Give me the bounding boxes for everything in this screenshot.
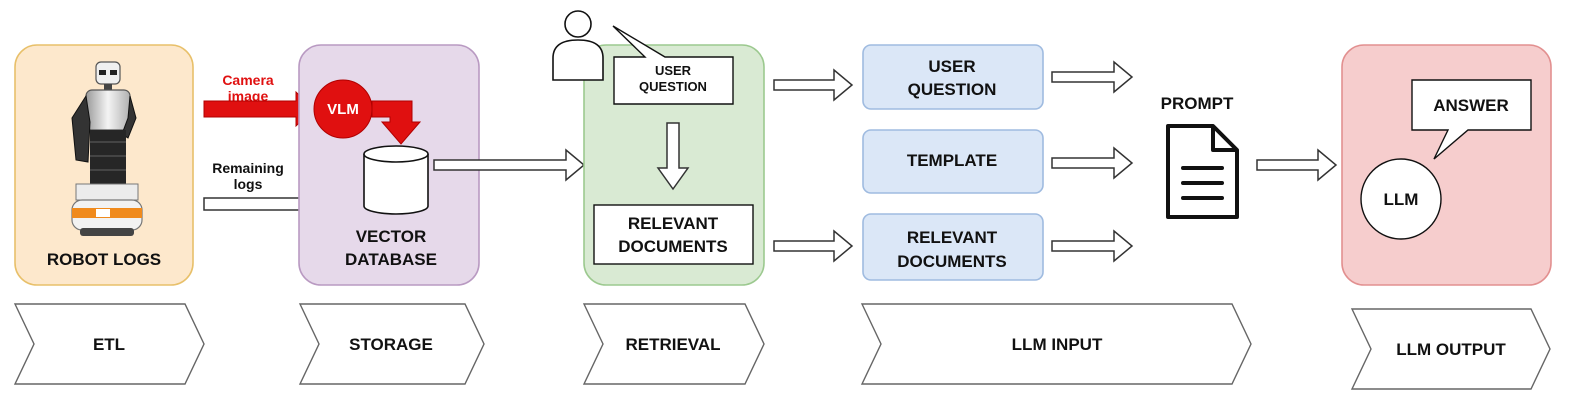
db-label-line2: DATABASE [345, 250, 437, 269]
stage-row: ETL STORAGE RETRIEVAL LLM INPUT LLM OUTP… [13, 303, 1551, 390]
etl-panel: ROBOT LOGS [14, 44, 194, 286]
database-icon [363, 145, 429, 215]
stage-llm-output: LLM OUTPUT [1350, 308, 1551, 390]
input-docs-line1: RELEVANT [907, 228, 998, 247]
db-label-line1: VECTOR [356, 227, 427, 246]
vlm-node: VLM [313, 79, 373, 139]
retrieval-docs-box [593, 204, 754, 265]
prompt-to-llm-arrow [1256, 148, 1338, 182]
retrieval-docs-line2: DOCUMENTS [618, 237, 728, 256]
answer-label: ANSWER [1433, 96, 1509, 115]
llm-node: LLM [1360, 158, 1442, 240]
prompt-label: PROMPT [1161, 94, 1234, 113]
storage-to-retrieval-arrow [433, 148, 586, 182]
stage-llm-input: LLM INPUT [860, 303, 1252, 385]
retrieval-panel: USER QUESTION RELEVANT DOCUMENTS [552, 10, 765, 286]
stage-llm-output-label: LLM OUTPUT [1396, 340, 1506, 359]
retrieval-docs-arrow [773, 229, 854, 263]
user-icon [552, 10, 604, 81]
camera-label-line2: image [228, 88, 269, 104]
robot-icon [71, 61, 143, 236]
stage-storage: STORAGE [298, 303, 485, 385]
remaining-logs-flow: Remaining logs [203, 160, 362, 220]
retrieval-question-arrow [773, 68, 854, 102]
document-icon [1166, 124, 1239, 219]
llm-label: LLM [1384, 190, 1419, 209]
stage-llm-input-label: LLM INPUT [1012, 335, 1103, 354]
input-docs-box: RELEVANT DOCUMENTS [862, 213, 1044, 281]
answer-bubble: ANSWER [1411, 79, 1532, 160]
input-question-line1: USER [928, 57, 975, 76]
stage-retrieval-label: RETRIEVAL [625, 335, 720, 354]
input-docs-line2: DOCUMENTS [897, 252, 1007, 271]
retrieval-question-line2: QUESTION [639, 79, 707, 94]
input-question-box: USER QUESTION [862, 44, 1044, 110]
vlm-to-db-arrow [371, 100, 422, 145]
remaining-label-line2: logs [234, 176, 263, 192]
stage-storage-label: STORAGE [349, 335, 433, 354]
retrieval-docs-line1: RELEVANT [628, 214, 719, 233]
llm-input-panel: USER QUESTION TEMPLATE RELEVANT DOCUMENT… [862, 44, 1044, 281]
user-question-bubble: USER QUESTION [612, 25, 734, 105]
etl-title: ROBOT LOGS [47, 250, 161, 269]
camera-label-line1: Camera [222, 72, 274, 88]
question-to-docs-arrow [656, 122, 690, 191]
input-question-to-prompt-arrow [1051, 60, 1134, 94]
input-question-line2: QUESTION [908, 80, 997, 99]
input-template-label: TEMPLATE [907, 151, 997, 170]
camera-image-flow: Camera image [203, 72, 315, 128]
remaining-label-line1: Remaining [212, 160, 284, 176]
retrieval-question-line1: USER [655, 63, 692, 78]
vlm-label: VLM [327, 101, 359, 118]
input-docs-to-prompt-arrow [1051, 229, 1134, 263]
stage-retrieval: RETRIEVAL [582, 303, 765, 385]
llm-output-panel: ANSWER LLM [1341, 44, 1552, 286]
input-template-box: TEMPLATE [862, 129, 1044, 194]
stage-etl-label: ETL [93, 335, 125, 354]
stage-etl: ETL [13, 303, 205, 385]
input-template-to-prompt-arrow [1051, 146, 1134, 180]
prompt-node: PROMPT [1161, 94, 1239, 219]
